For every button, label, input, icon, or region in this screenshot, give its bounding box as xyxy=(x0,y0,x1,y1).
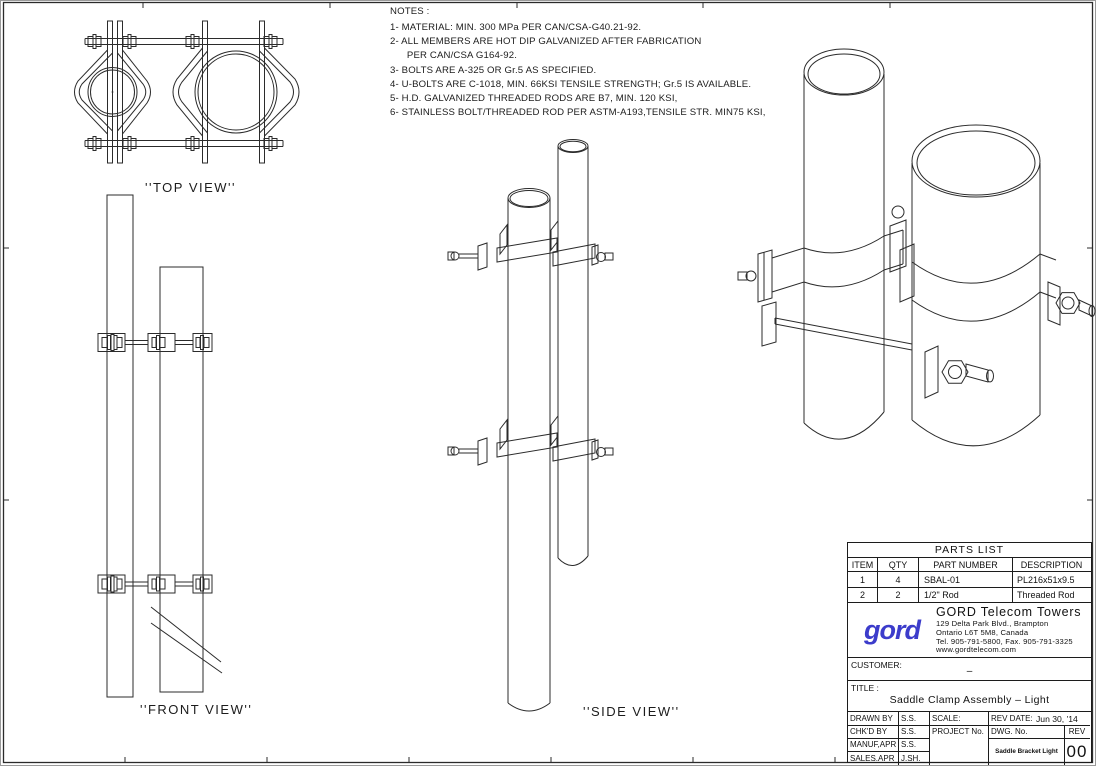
front-clamp-lower xyxy=(97,574,213,594)
iso-threaded-rod xyxy=(774,317,913,351)
part-qty: 4 xyxy=(878,572,919,587)
notes-heading: NOTES : xyxy=(390,6,430,17)
part-number: SBAL-01 xyxy=(919,572,1013,587)
drawn-by-label: DRAWN BY xyxy=(850,714,893,723)
note-line: 3- BOLTS ARE A-325 OR Gr.5 AS SPECIFIED. xyxy=(390,64,597,76)
part-description: Threaded Rod xyxy=(1017,590,1075,600)
parts-list-header-part-number: PART NUMBER xyxy=(919,558,1013,571)
rev-date-value: Jun 30, '14 xyxy=(1036,713,1078,724)
manuf-apr-label: MANUF,APR xyxy=(850,740,896,749)
iso-right-clamp xyxy=(899,243,1096,399)
parts-list-header-item: ITEM xyxy=(848,558,878,571)
note-line: 5- H.D. GALVANIZED THREADED RODS ARE B7,… xyxy=(390,92,678,104)
customer-label: CUSTOMER: xyxy=(851,660,902,670)
chkd-by-label: CHK'D BY xyxy=(850,727,888,736)
dwg-name: Saddle Bracket Light xyxy=(995,748,1058,755)
company-info: GORD Telecom Towers 129 Delta Park Blvd.… xyxy=(936,605,1091,655)
part-item: 1 xyxy=(848,572,878,587)
rev-date-label: REV DATE: xyxy=(991,714,1033,723)
scale-label: SCALE: xyxy=(932,714,961,723)
front-view-label: ''FRONT VIEW'' xyxy=(140,702,253,717)
approval-grid: DRAWN BY S.S. SCALE: REV DATE: Jun 30, '… xyxy=(848,712,1091,765)
break-lines xyxy=(150,606,223,674)
part-item: 2 xyxy=(848,588,878,602)
rev-label: REV xyxy=(1068,727,1086,736)
note-line: 1- MATERIAL: MIN. 300 MPa PER CAN/CSA-G4… xyxy=(390,22,642,33)
parts-list-row: 1 4 SBAL-01 PL216x51x9.5 xyxy=(848,572,1091,588)
front-view-drawing xyxy=(97,194,223,698)
rev-value: 00 xyxy=(1066,741,1088,761)
company-block: gord GORD Telecom Towers 129 Delta Park … xyxy=(848,603,1091,658)
customer-value: – xyxy=(966,666,973,677)
company-website: www.gordtelecom.com xyxy=(936,645,1017,655)
project-no-label: PROJECT No. xyxy=(932,727,984,736)
parts-list-header-description: DESCRIPTION xyxy=(1020,559,1083,570)
note-line: 2- ALL MEMBERS ARE HOT DIP GALVANIZED AF… xyxy=(390,36,702,48)
sales-apr-label: SALES.APR xyxy=(850,753,895,763)
company-name: GORD Telecom Towers xyxy=(936,604,1082,619)
company-address-1: 129 Delta Park Blvd., Brampton xyxy=(936,619,1049,629)
iso-left-clamp xyxy=(737,205,907,303)
company-phone-fax: Tel. 905-791-5800, Fax. 905-791-3325 xyxy=(936,636,1073,646)
manuf-apr-value: S.S. xyxy=(901,740,917,749)
dwg-no-label: DWG. No. xyxy=(991,727,1028,736)
part-qty: 2 xyxy=(878,588,919,602)
title-row: TITLE : Saddle Clamp Assembly – Light xyxy=(848,681,1091,712)
note-line: PER CAN/CSA G164-92. xyxy=(390,50,518,62)
part-number: 1/2" Rod xyxy=(919,588,1013,602)
customer-row: CUSTOMER: – xyxy=(848,658,1091,681)
drawn-by-value: S.S. xyxy=(901,714,917,723)
top-view-drawing xyxy=(74,20,300,164)
side-view-label: ''SIDE VIEW'' xyxy=(583,704,680,719)
top-view-label: ''TOP VIEW'' xyxy=(145,180,237,195)
parts-list-row: 2 2 1/2" Rod Threaded Rod xyxy=(848,588,1091,603)
sales-apr-value: J.SH. xyxy=(901,753,921,763)
side-clamp-upper xyxy=(447,219,614,271)
side-view-drawing xyxy=(447,139,614,712)
title-block: PARTS LIST ITEM QTY PART NUMBER DESCRIPT… xyxy=(847,542,1092,765)
drawing-title: Saddle Clamp Assembly – Light xyxy=(889,694,1050,706)
note-line: 4- U-BOLTS ARE C-1018, MIN. 66KSI TENSIL… xyxy=(390,78,752,90)
part-description: PL216x51x9.5 xyxy=(1017,574,1075,585)
title-label: TITLE : xyxy=(851,683,879,693)
iso-view-drawing xyxy=(737,48,1096,447)
side-clamp-lower xyxy=(447,414,614,466)
company-logo: gord xyxy=(864,614,921,645)
nut-clusters xyxy=(87,34,278,151)
company-address-2: Ontario L6T 5M8, Canada xyxy=(936,627,1029,637)
parts-list-header-row: ITEM QTY PART NUMBER DESCRIPTION xyxy=(848,558,1091,572)
note-line: 6- STAINLESS BOLT/THREADED ROD PER ASTM-… xyxy=(390,107,766,119)
parts-list-header-qty: QTY xyxy=(878,558,919,571)
parts-list-title: PARTS LIST xyxy=(848,543,1091,558)
chkd-by-value: S.S. xyxy=(901,727,917,736)
notes-block: NOTES : 1- MATERIAL: MIN. 300 MPa PER CA… xyxy=(390,6,766,121)
front-clamp-upper xyxy=(97,333,213,352)
